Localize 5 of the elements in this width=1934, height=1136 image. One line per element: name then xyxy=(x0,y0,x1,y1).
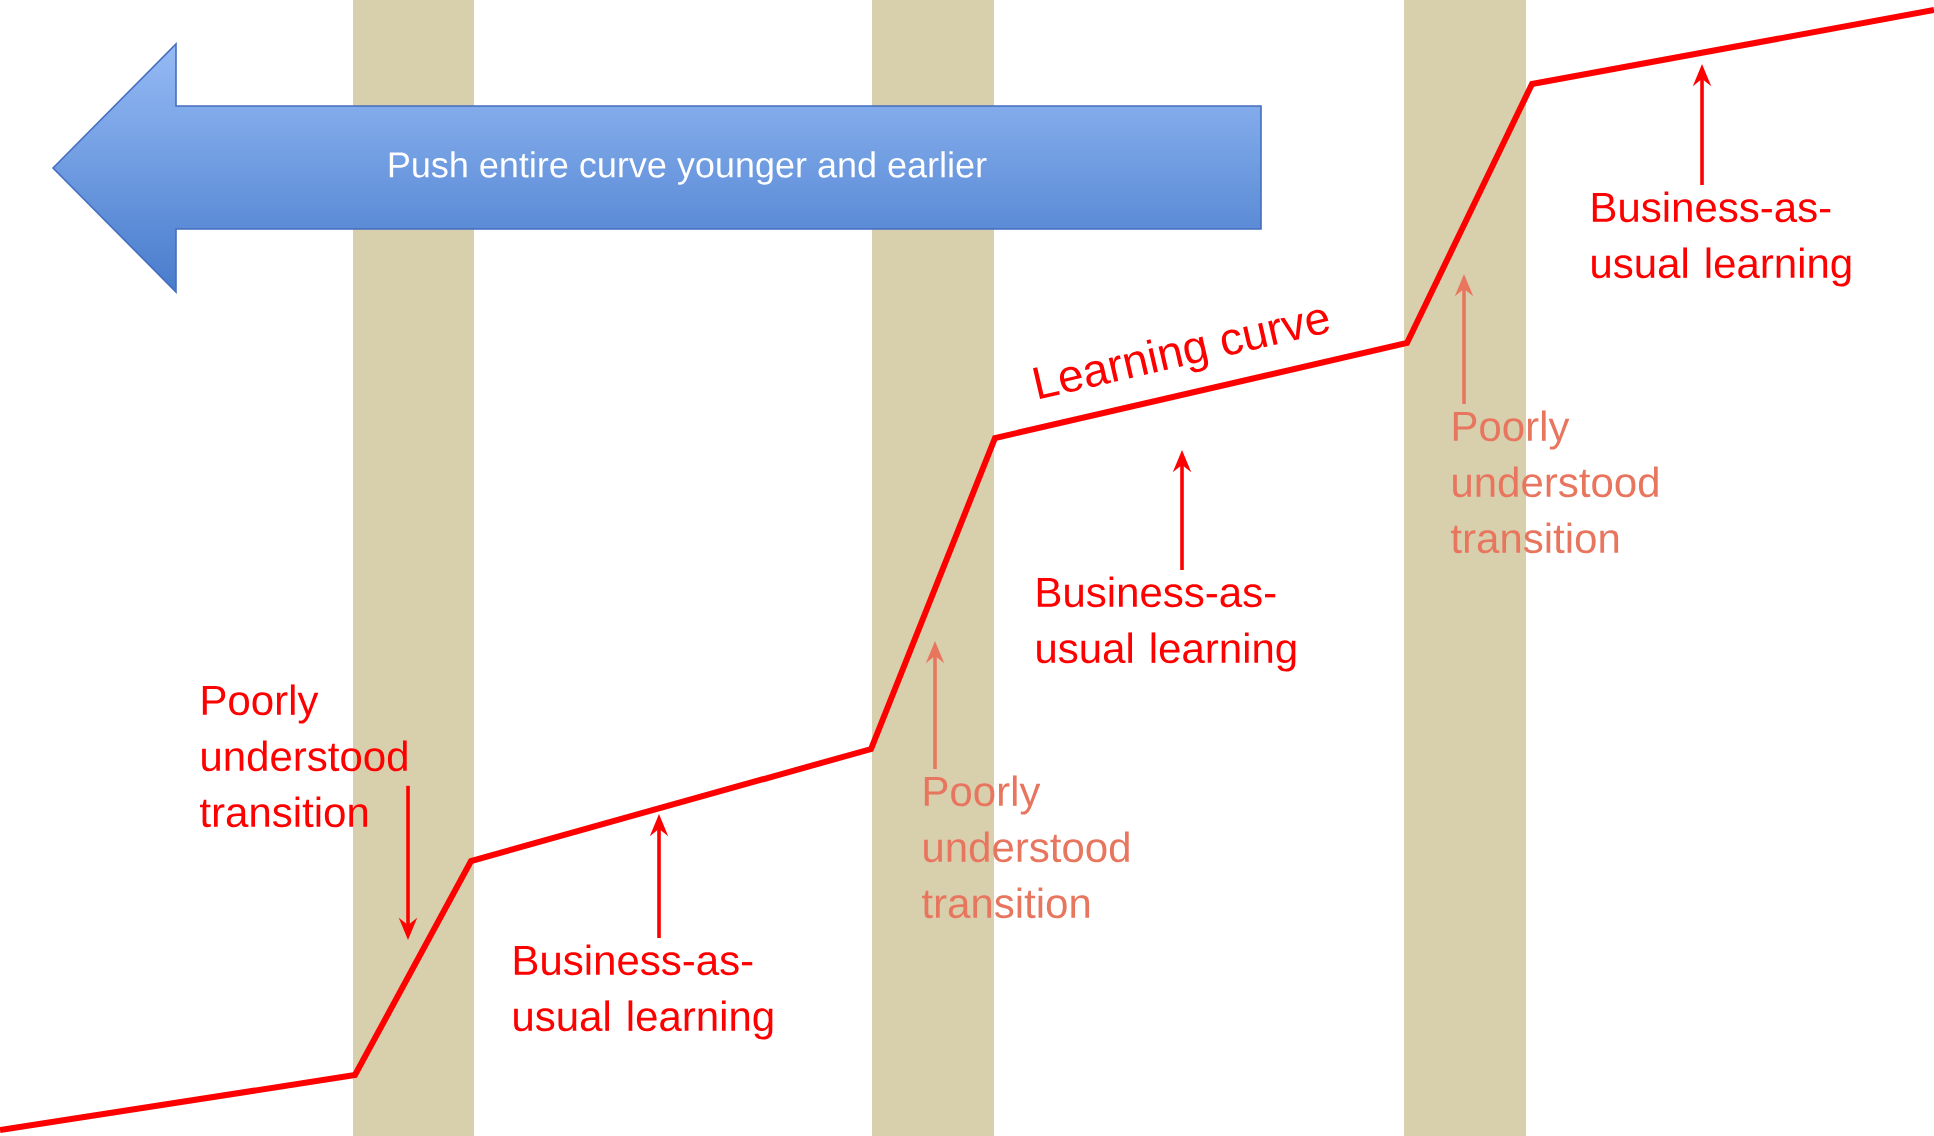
callout-text: Business-as-usual learning xyxy=(1592,191,1851,287)
callout-text: Poorly understood transition xyxy=(200,684,407,828)
callout-text: Business-as-usual learning xyxy=(514,944,773,1040)
curve-label: Learning curve xyxy=(1033,309,1330,399)
callout-text: Business-as-usual learning xyxy=(1037,576,1296,672)
